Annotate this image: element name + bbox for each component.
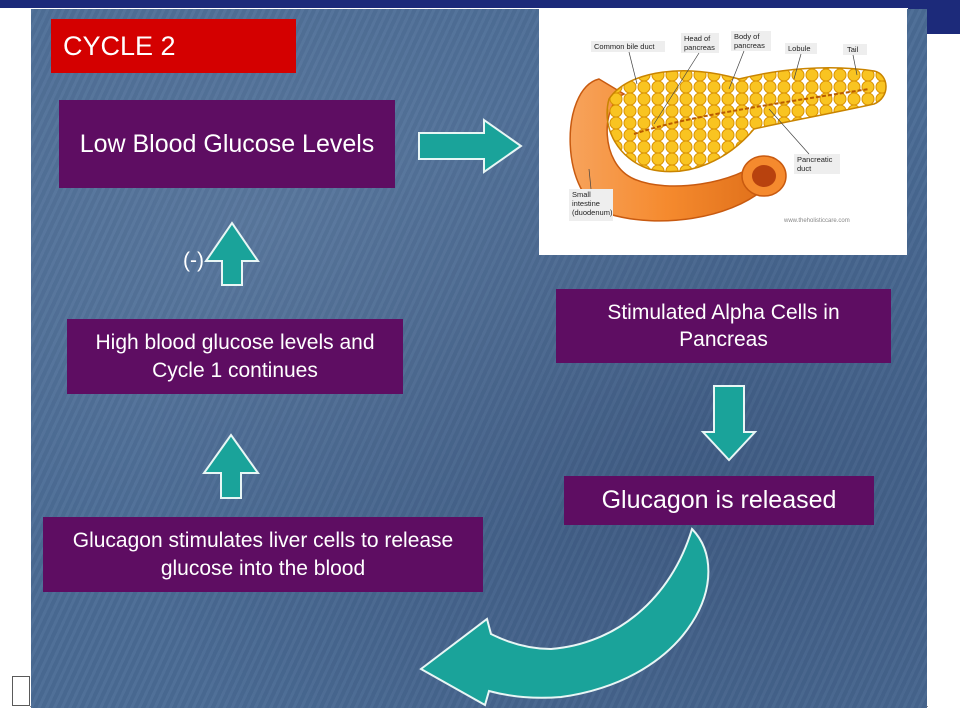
pancreas-image: Common bile duct Head of pancreas Body o…	[569, 31, 887, 224]
slide: CYCLE 2 Low Blood Glucose Levels High bl…	[31, 9, 927, 708]
leader-head	[653, 52, 700, 125]
label-body-2: pancreas	[734, 41, 765, 50]
leader-duct	[768, 108, 810, 155]
label-body-1: Body of	[734, 32, 760, 41]
label-tail: Tail	[847, 45, 859, 54]
arrows-layer	[202, 118, 758, 707]
leader-body	[728, 50, 745, 90]
pancreas-body	[606, 66, 887, 173]
arrow-curved-to-liver	[419, 527, 710, 707]
negative-feedback-label: (-)	[183, 249, 204, 272]
leader-tail	[852, 54, 858, 76]
arrow-down-to-glucagon	[700, 385, 758, 462]
label-head-1: Head of	[684, 34, 711, 43]
high-blood-glucose-box: High blood glucose levels and Cycle 1 co…	[67, 319, 403, 394]
top-band	[0, 0, 960, 8]
glucagon-released-box: Glucagon is released	[564, 476, 874, 525]
leader-lobule	[793, 53, 802, 80]
label-pancreatic-1: Pancreatic	[797, 155, 833, 164]
arrow-up-to-high-glucose	[202, 433, 260, 499]
arrow-up-to-low-glucose	[204, 221, 260, 286]
arrow-right-to-pancreas	[418, 118, 523, 174]
leader-intestine	[588, 168, 592, 190]
image-credit: www.theholisticcare.com	[783, 218, 850, 224]
label-head-2: pancreas	[684, 43, 715, 52]
label-small-3: (duodenum)	[572, 208, 613, 217]
label-pancreatic-2: duct	[797, 164, 812, 173]
cycle-title: CYCLE 2	[51, 19, 296, 73]
pancreas-illustration: Common bile duct Head of pancreas Body o…	[539, 9, 907, 255]
liver-cells-box: Glucagon stimulates liver cells to relea…	[43, 517, 483, 592]
leader-bile-duct	[628, 51, 638, 85]
low-blood-glucose-box: Low Blood Glucose Levels	[59, 100, 395, 188]
pancreatic-duct	[633, 88, 870, 135]
label-common-bile-duct: Common bile duct	[594, 42, 655, 51]
stimulated-alpha-cells-box: Stimulated Alpha Cells in Pancreas	[556, 289, 891, 363]
label-lobule: Lobule	[788, 44, 811, 53]
label-small-1: Small	[572, 190, 591, 199]
label-small-2: intestine	[572, 199, 600, 208]
footer-box	[12, 676, 30, 706]
